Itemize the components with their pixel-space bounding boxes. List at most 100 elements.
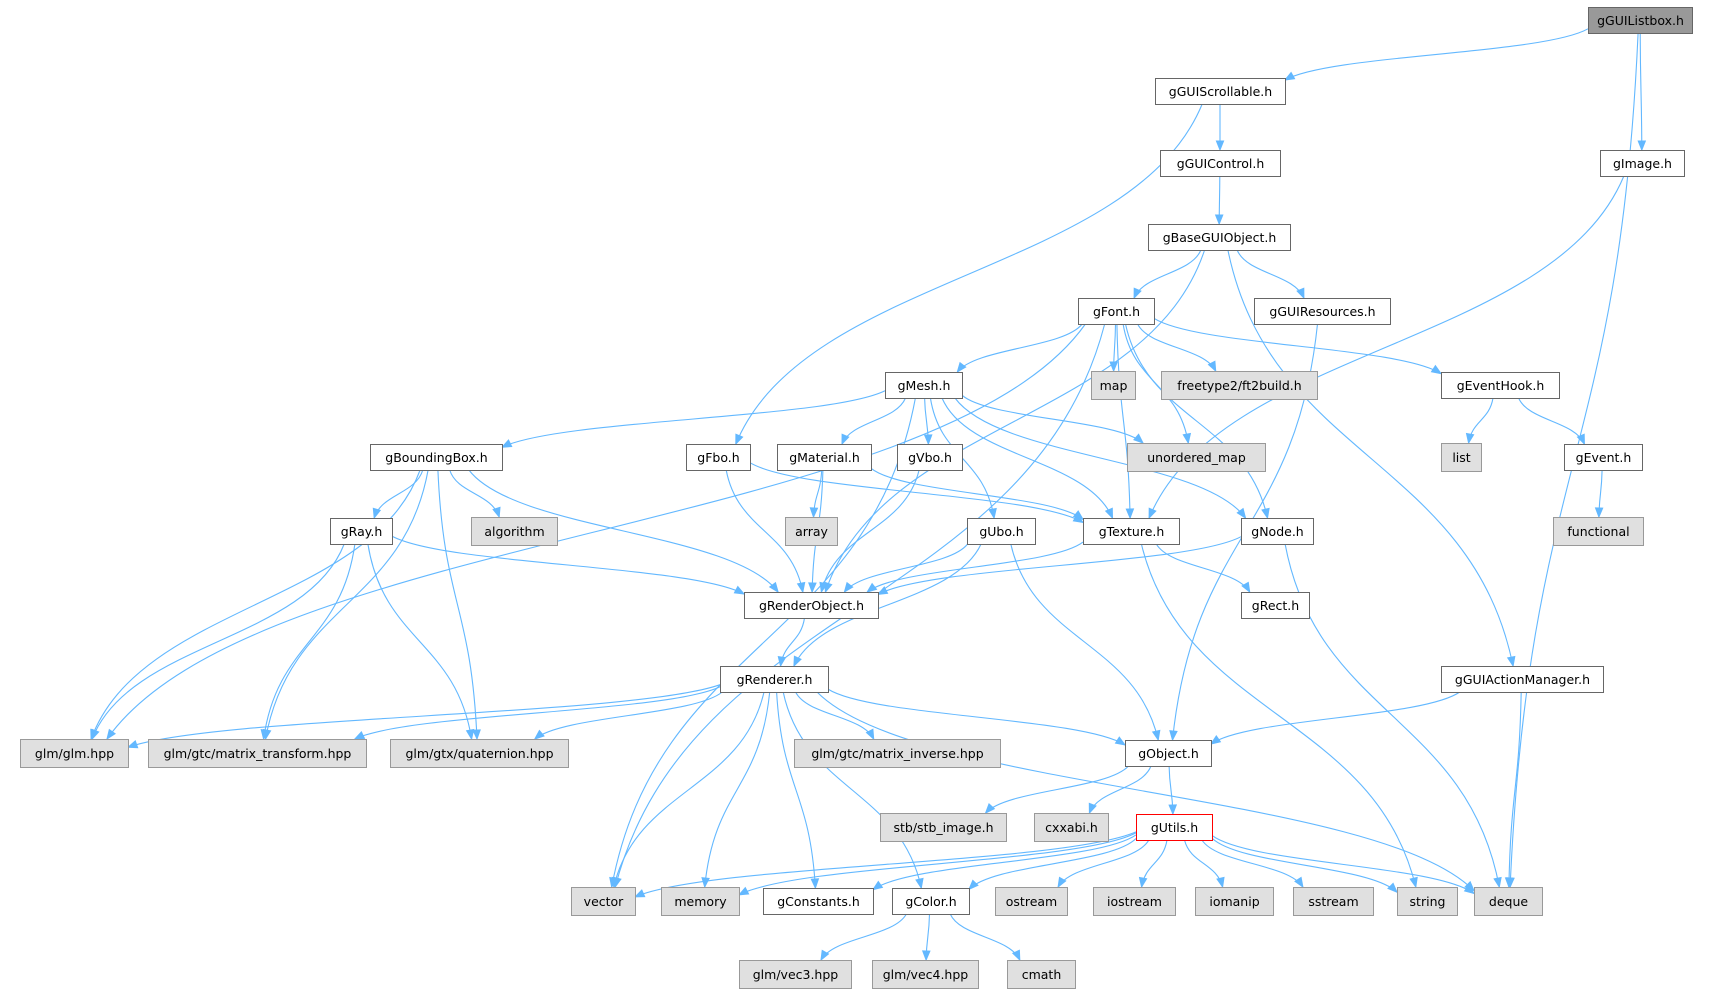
arrowhead-gUtils-to-string (1387, 882, 1398, 894)
node-box-gTexture[interactable] (1083, 518, 1180, 545)
node-gRect[interactable]: gRect.h (1241, 592, 1310, 619)
node-gTexture[interactable]: gTexture.h (1083, 518, 1180, 545)
node-gRenderObject[interactable]: gRenderObject.h (744, 592, 879, 619)
node-box-gImage[interactable] (1600, 150, 1685, 177)
node-box-gRenderObject[interactable] (744, 592, 879, 619)
arrowhead-gRenderer-to-glm_mt (353, 731, 366, 740)
node-label-glm_mi: glm/gtc/matrix_inverse.hpp (811, 746, 983, 761)
node-box-gGUIListbox[interactable] (1588, 7, 1693, 34)
arrowhead-gRay-to-gRenderObject (733, 585, 746, 595)
arrowhead-gBaseGUIObject-to-gGUIActionManager (1506, 655, 1516, 668)
node-label-gGUIListbox: gGUIListbox.h (1597, 13, 1684, 28)
node-box-gBaseGUIObject[interactable] (1148, 224, 1291, 251)
node-box-stb (880, 813, 1007, 842)
edge-gColor-to-glm_vec3 (820, 913, 907, 961)
node-label-gConstants: gConstants.h (777, 894, 860, 909)
node-label-iostream: iostream (1107, 894, 1162, 909)
node-gConstants[interactable]: gConstants.h (763, 888, 874, 915)
edge-gBoundingBox-to-glm_glm (90, 469, 421, 740)
arrowhead-gRenderer-to-vector (611, 876, 621, 889)
node-gUtils[interactable]: gUtils.h (1136, 814, 1213, 841)
node-box-gVbo[interactable] (897, 444, 963, 471)
node-box-string (1397, 887, 1458, 916)
node-deque: deque (1474, 887, 1543, 916)
node-label-string: string (1410, 894, 1446, 909)
node-box-gFbo[interactable] (686, 444, 751, 471)
node-box-gGUIControl[interactable] (1160, 150, 1281, 177)
edge-gUbo-to-gObject (1010, 543, 1159, 741)
edge-gMesh-to-gBoundingBox (501, 390, 886, 448)
node-box-gGUIResources[interactable] (1254, 298, 1391, 325)
arrowhead-gMesh-to-gUbo (988, 507, 997, 520)
edge-gFbo-to-gRenderObject (725, 469, 804, 593)
node-gColor[interactable]: gColor.h (892, 888, 970, 915)
node-gBoundingBox[interactable]: gBoundingBox.h (370, 444, 503, 471)
arrowhead-gMesh-to-gNode (1236, 507, 1247, 520)
node-gMaterial[interactable]: gMaterial.h (777, 444, 872, 471)
node-label-ostream: ostream (1006, 894, 1057, 909)
node-gGUIListbox[interactable]: gGUIListbox.h (1588, 7, 1693, 34)
node-gRenderer[interactable]: gRenderer.h (720, 666, 829, 693)
edge-gRenderer-to-vector (613, 691, 765, 888)
node-box-gMesh[interactable] (885, 372, 963, 399)
node-gGUIScrollable[interactable]: gGUIScrollable.h (1155, 78, 1286, 105)
node-gVbo[interactable]: gVbo.h (897, 444, 963, 471)
edge-gUtils-to-gColor (968, 838, 1137, 890)
arrowhead-gBoundingBox-to-glm_quat (472, 729, 481, 741)
arrowhead-gGUIActionManager-to-gObject (1209, 735, 1222, 745)
node-box-gRect[interactable] (1241, 592, 1310, 619)
node-gObject[interactable]: gObject.h (1125, 740, 1212, 767)
node-box-gBoundingBox[interactable] (370, 444, 503, 471)
arrowhead-gMesh-to-gBoundingBox (500, 439, 513, 448)
edge-gEventHook-to-gEvent (1518, 397, 1585, 445)
edge-gBoundingBox-to-gRay (373, 469, 424, 519)
node-gUbo[interactable]: gUbo.h (967, 518, 1036, 545)
node-glm_quat: glm/gtx/quaternion.hpp (390, 739, 569, 768)
node-box-gNode[interactable] (1241, 518, 1314, 545)
arrowhead-gVbo-to-gRenderObject (819, 581, 828, 594)
node-glm_vec3: glm/vec3.hpp (739, 960, 852, 989)
node-box-gUbo[interactable] (967, 518, 1036, 545)
edge-gUtils-to-memory (738, 832, 1137, 896)
arrowhead-gUtils-to-deque (1463, 884, 1476, 895)
arrowhead-gFont-to-glm_glm (106, 728, 116, 741)
node-gBaseGUIObject[interactable]: gBaseGUIObject.h (1148, 224, 1291, 251)
node-box-gEvent[interactable] (1564, 444, 1643, 471)
arrowhead-gGUIListbox-to-gGUIScrollable (1283, 71, 1296, 81)
node-box-gRay[interactable] (330, 518, 393, 545)
edge-gUtils-to-vector (634, 831, 1137, 898)
edge-gRenderer-to-gColor (782, 691, 922, 889)
node-label-iomanip: iomanip (1209, 894, 1259, 909)
node-gGUIResources[interactable]: gGUIResources.h (1254, 298, 1391, 325)
node-box-gConstants[interactable] (763, 888, 874, 915)
node-gEventHook[interactable]: gEventHook.h (1441, 372, 1560, 399)
node-box-gObject[interactable] (1125, 740, 1212, 767)
node-box-gEventHook[interactable] (1441, 372, 1560, 399)
node-gGUIActionManager[interactable]: gGUIActionManager.h (1441, 666, 1604, 693)
node-gGUIControl[interactable]: gGUIControl.h (1160, 150, 1281, 177)
node-gMesh[interactable]: gMesh.h (885, 372, 963, 399)
node-label-algorithm: algorithm (484, 524, 544, 539)
node-gEvent[interactable]: gEvent.h (1564, 444, 1643, 471)
node-gFbo[interactable]: gFbo.h (686, 444, 751, 471)
edge-gTexture-to-string (1140, 543, 1417, 888)
edge-gObject-to-stb (985, 765, 1129, 814)
node-box-gColor[interactable] (892, 888, 970, 915)
node-gRay[interactable]: gRay.h (330, 518, 393, 545)
node-label-gFont: gFont.h (1093, 304, 1140, 319)
node-label-glm_vec4: glm/vec4.hpp (883, 967, 969, 982)
node-box-gMaterial[interactable] (777, 444, 872, 471)
node-gImage[interactable]: gImage.h (1600, 150, 1685, 177)
node-box-gGUIActionManager[interactable] (1441, 666, 1604, 693)
node-box-gGUIScrollable[interactable] (1155, 78, 1286, 105)
node-box-gUtils[interactable] (1136, 814, 1213, 841)
edge-gMesh-to-unordered_map (961, 394, 1144, 444)
node-box-gRenderer[interactable] (720, 666, 829, 693)
node-gFont[interactable]: gFont.h (1078, 298, 1155, 325)
node-gNode[interactable]: gNode.h (1241, 518, 1314, 545)
node-box-gFont[interactable] (1078, 298, 1155, 325)
arrowhead-gBoundingBox-to-gRay (372, 507, 382, 520)
node-box-sstream (1293, 887, 1374, 916)
node-box-array (785, 517, 838, 546)
edge-gTexture-to-gRect (1155, 543, 1251, 593)
